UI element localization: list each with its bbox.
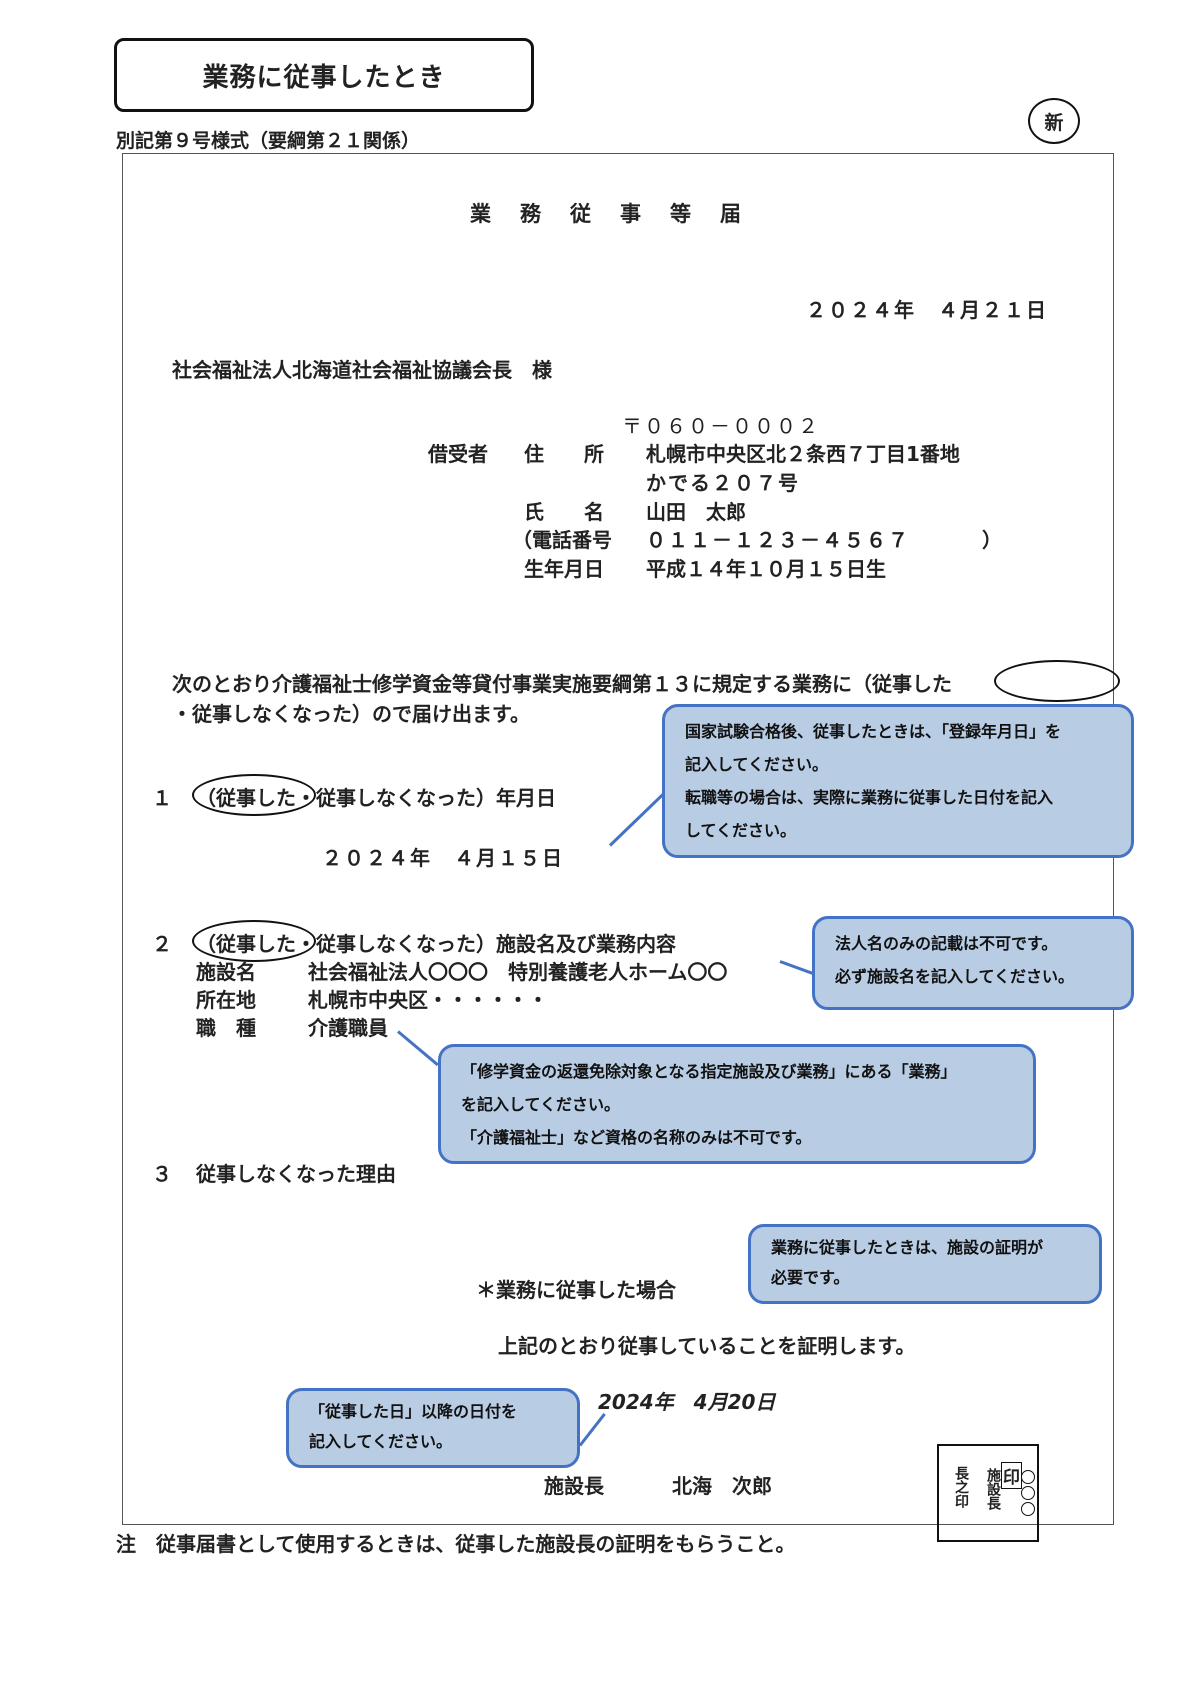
callout5-line1: 「従事した日」以降の日付を bbox=[309, 1402, 518, 1421]
item1-circle-mark bbox=[192, 774, 316, 816]
callout-certification-date: 「従事した日」以降の日付を 記入してください。 bbox=[286, 1388, 580, 1468]
postal-code: 〒０６０－０００２ bbox=[622, 414, 820, 438]
location-label: 所在地 bbox=[196, 988, 256, 1012]
seal-text-director: 長之印 bbox=[953, 1466, 969, 1508]
certification-date: 2024年 4月20日 bbox=[598, 1390, 776, 1414]
location-value: 札幌市中央区・・・・・・ bbox=[308, 988, 548, 1012]
address-label: 住 所 bbox=[524, 442, 604, 466]
callout3-line1: 「修学資金の返還免除対象となる指定施設及び業務」にある「業務」 bbox=[461, 1062, 957, 1081]
new-badge: 新 bbox=[1028, 98, 1080, 144]
callout3-line3: 「介護福祉士」など資格の名称のみは不可です。 bbox=[461, 1128, 812, 1147]
form-id: 別記第９号様式（要綱第２１関係） bbox=[116, 130, 421, 152]
borrower-label: 借受者 bbox=[428, 442, 488, 466]
callout1-line1: 国家試験合格後、従事したときは、「登録年月日」を bbox=[685, 722, 1062, 741]
callout-job-type: 「修学資金の返還免除対象となる指定施設及び業務」にある「業務」 を記入してくださ… bbox=[438, 1044, 1036, 1164]
director-label: 施設長 bbox=[544, 1474, 604, 1498]
birth-label: 生年月日 bbox=[524, 557, 604, 581]
job-label: 職 種 bbox=[196, 1016, 256, 1040]
callout-facility-certification: 業務に従事したときは、施設の証明が 必要です。 bbox=[748, 1224, 1102, 1304]
callout2-line2: 必ず施設名を記入してください。 bbox=[835, 967, 1075, 986]
phone-number: ０１１－１２３－４５６７ bbox=[646, 528, 910, 552]
intro-line2: ・従事しなくなった）ので届け出ます。 bbox=[172, 702, 530, 726]
item3-label: 従事しなくなった理由 bbox=[196, 1162, 396, 1186]
certification-statement: 上記のとおり従事していることを証明します。 bbox=[498, 1334, 916, 1358]
callout5-line2: 記入してください。 bbox=[309, 1432, 453, 1451]
callout-registration-date: 国家試験合格後、従事したときは、「登録年月日」を 記入してください。 転職等の場… bbox=[662, 704, 1134, 858]
facility-name: 社会福祉法人〇〇〇 特別養護老人ホーム〇〇 bbox=[308, 960, 728, 984]
intro-circle-mark bbox=[994, 660, 1120, 702]
seal-box: 長之印 施設長 印 bbox=[937, 1444, 1039, 1542]
phone-close: ） bbox=[982, 528, 1002, 552]
intro-line1: 次のとおり介護福祉士修学資金等貸付事業実施要綱第１３に規定する業務に（従事した bbox=[172, 668, 952, 697]
birth-date: 平成１４年１０月１５日生 bbox=[646, 557, 886, 581]
certification-case-label: ＊業務に従事した場合 bbox=[476, 1278, 676, 1302]
callout3-line2: を記入してください。 bbox=[461, 1095, 621, 1114]
phone-label: （電話番号 bbox=[512, 528, 612, 552]
intro-circled-option: 従事した bbox=[872, 672, 952, 696]
seal-text-facility: 施設長 bbox=[985, 1468, 1001, 1510]
callout4-line2: 必要です。 bbox=[771, 1268, 850, 1287]
item1-number: １ bbox=[152, 786, 172, 810]
new-badge-label: 新 bbox=[1044, 111, 1064, 134]
header-box-label: 業務に従事したとき bbox=[202, 62, 446, 93]
seal-mark: 印 bbox=[1001, 1462, 1022, 1489]
item3-number: ３ bbox=[152, 1162, 172, 1186]
callout1-line3: 転職等の場合は、実際に業務に従事した日付を記入 bbox=[685, 788, 1054, 807]
name-label: 氏 名 bbox=[524, 500, 604, 524]
callout4-line1: 業務に従事したときは、施設の証明が bbox=[771, 1238, 1044, 1257]
callout1-line2: 記入してください。 bbox=[685, 755, 829, 774]
director-name: 北海 次郎 bbox=[672, 1474, 772, 1498]
header-box: 業務に従事したとき bbox=[114, 38, 534, 112]
address-line2: かでる２０７号 bbox=[646, 471, 800, 495]
facility-label: 施設名 bbox=[196, 960, 256, 984]
footnote: 注 従事届書として使用するときは、従事した施設長の証明をもらうこと。 bbox=[116, 1532, 796, 1556]
item2-circle-mark bbox=[192, 920, 316, 962]
job-value: 介護職員 bbox=[308, 1016, 388, 1040]
seal-circle-top bbox=[1021, 1470, 1035, 1484]
item1-rest: ・従事しなくなった）年月日 bbox=[296, 786, 556, 810]
callout2-line1: 法人名のみの記載は不可です。 bbox=[835, 934, 1058, 953]
item2-number: ２ bbox=[152, 932, 172, 956]
borrower-name: 山田 太郎 bbox=[646, 500, 746, 524]
callout-facility-name: 法人名のみの記載は不可です。 必ず施設名を記入してください。 bbox=[812, 916, 1134, 1010]
seal-circle-bottom bbox=[1021, 1502, 1035, 1516]
seal-circle-middle bbox=[1021, 1486, 1035, 1500]
addressee: 社会福祉法人北海道社会福祉協議会長 様 bbox=[172, 358, 552, 382]
address-line1: 札幌市中央区北２条西７丁目1番地 bbox=[646, 442, 960, 466]
form-title: 業 務 従 事 等 届 bbox=[470, 202, 745, 226]
intro-line1-text: 次のとおり介護福祉士修学資金等貸付事業実施要綱第１３に規定する業務に（ bbox=[172, 672, 872, 696]
item1-date: ２０２４年 ４月１５日 bbox=[322, 846, 564, 870]
submission-date: ２０２４年 ４月２１日 bbox=[806, 298, 1048, 322]
callout1-line4: してください。 bbox=[685, 821, 797, 840]
item2-rest: ・従事しなくなった）施設名及び業務内容 bbox=[296, 932, 676, 956]
